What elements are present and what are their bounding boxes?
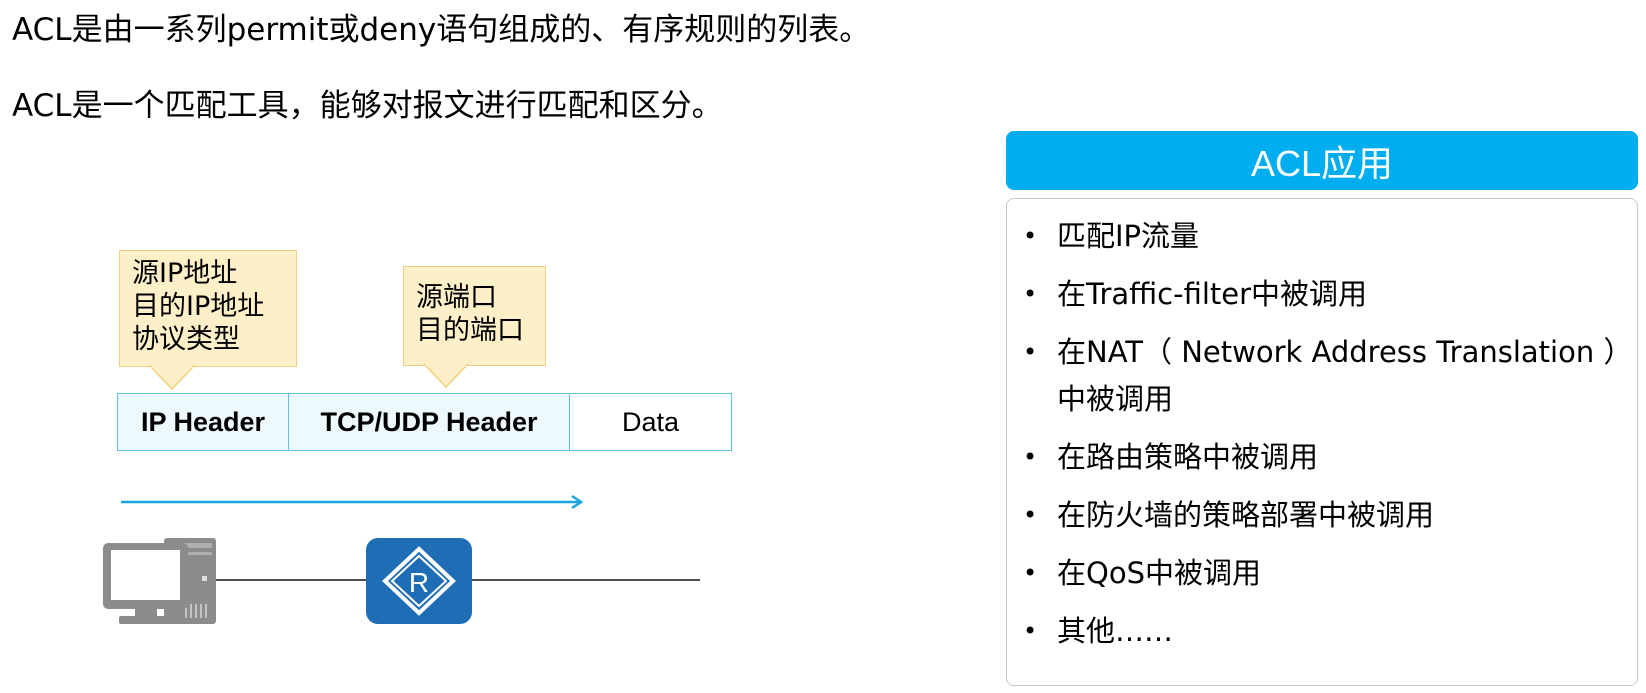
packet-data: Data	[570, 394, 731, 450]
bullet-icon: •	[1023, 559, 1038, 587]
packet-tcp-udp-header: TCP/UDP Header	[289, 394, 570, 450]
bullet-icon: •	[1023, 617, 1038, 645]
list-item: • 在QoS中被调用	[1023, 550, 1623, 597]
callout-port-fields: 源端口 目的端口	[403, 266, 546, 366]
list-item: • 在防火墙的策略部署中被调用	[1023, 492, 1623, 539]
list-item: • 匹配IP流量	[1023, 213, 1623, 260]
list-item: • 在NAT（ Network Address Translation ）中被调…	[1023, 329, 1623, 423]
callout-ip-fields: 源IP地址 目的IP地址 协议类型	[119, 250, 297, 367]
bullet-icon: •	[1023, 501, 1038, 529]
bullet-icon: •	[1023, 443, 1038, 471]
callout-ip-line-3: 协议类型	[132, 324, 240, 355]
list-item-text: 匹配IP流量	[1057, 219, 1200, 253]
panel-title: ACL应用	[1006, 131, 1638, 190]
callout-port-line-1: 源端口	[416, 282, 497, 313]
intro-line-2: ACL是一个匹配工具，能够对报文进行匹配和区分。	[12, 88, 723, 124]
list-item-text: 在Traffic-filter中被调用	[1057, 277, 1368, 311]
list-item: • 其他……	[1023, 608, 1623, 655]
callout-ip-line-1: 源IP地址	[132, 258, 238, 289]
list-item-text: 在防火墙的策略部署中被调用	[1057, 498, 1435, 532]
list-item-text: 其他……	[1057, 614, 1174, 648]
list-item-text: 在路由策略中被调用	[1057, 440, 1319, 474]
bullet-icon: •	[1023, 222, 1038, 250]
computer-icon	[103, 538, 216, 624]
callout-port-line-2: 目的端口	[416, 315, 524, 346]
packet-ip-header: IP Header	[118, 394, 289, 450]
arrow-right-icon	[121, 494, 584, 510]
callout-ip-line-2: 目的IP地址	[132, 291, 265, 322]
list-item: • 在路由策略中被调用	[1023, 434, 1623, 481]
list-item-text: 在QoS中被调用	[1057, 556, 1261, 590]
list-item: • 在Traffic-filter中被调用	[1023, 271, 1623, 318]
packet-structure: IP Header TCP/UDP Header Data	[117, 393, 732, 451]
bullet-icon: •	[1023, 280, 1038, 308]
bullet-icon: •	[1023, 338, 1038, 366]
callout-ip-tail	[148, 365, 196, 391]
acl-application-panel: • 匹配IP流量 • 在Traffic-filter中被调用 • 在NAT（ N…	[1006, 198, 1638, 686]
list-item-text: 在NAT（ Network Address Translation ）中被调用	[1057, 335, 1618, 416]
router-icon: R	[366, 538, 472, 624]
callout-port-tail	[423, 364, 469, 389]
intro-line-1: ACL是由一系列permit或deny语句组成的、有序规则的列表。	[12, 12, 871, 48]
router-label: R	[409, 567, 429, 598]
